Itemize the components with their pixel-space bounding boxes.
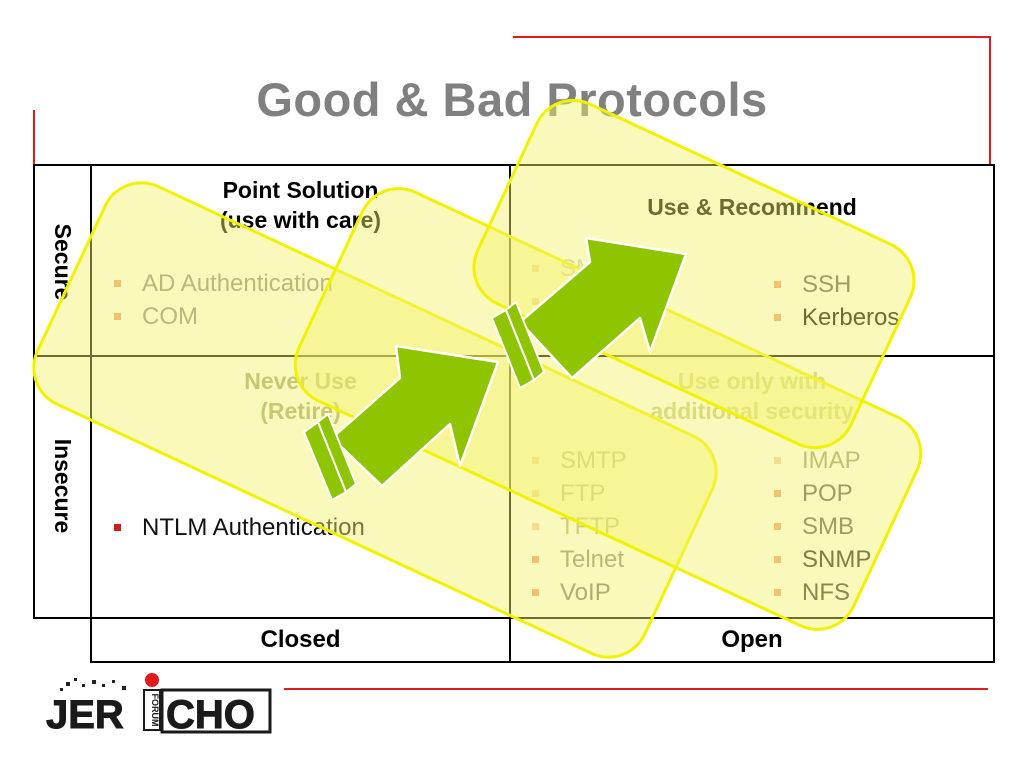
point-solution-title: Point Solution bbox=[222, 177, 379, 203]
bullet-icon bbox=[774, 490, 781, 497]
use-only-with-title: Use only with bbox=[677, 368, 827, 394]
bullet-icon bbox=[774, 314, 781, 321]
logo-cho-box bbox=[160, 688, 272, 734]
point-solution-heading: Point Solution (use with care) bbox=[92, 175, 509, 235]
list-item: FTP bbox=[530, 477, 627, 510]
list-item: SMTP bbox=[530, 444, 627, 477]
list-item: SNMP bbox=[772, 543, 871, 576]
list-item: HTTPS bbox=[530, 285, 679, 318]
grid-top-line bbox=[33, 164, 995, 166]
list-item: SSH bbox=[772, 268, 899, 301]
right-red-rule bbox=[989, 36, 991, 164]
bullet-icon bbox=[774, 556, 781, 563]
closed-column-label: Closed bbox=[260, 626, 341, 653]
list-item: NTLM Authentication bbox=[112, 511, 365, 544]
never-use-list: NTLM Authentication bbox=[112, 511, 365, 544]
logo-red-dot bbox=[145, 673, 159, 687]
logo-dots bbox=[60, 678, 126, 691]
logo-text-right: CHO bbox=[166, 693, 255, 737]
grid-left-line bbox=[33, 164, 35, 619]
bullet-icon bbox=[532, 523, 539, 530]
logo-text-left: JER bbox=[46, 693, 124, 737]
logo-badge-text: FORUM bbox=[150, 694, 160, 727]
bullet-icon bbox=[114, 313, 121, 320]
bullet-icon bbox=[532, 298, 539, 305]
logo-graphic: JER FORUM CHO bbox=[46, 673, 272, 738]
secure-row-label: Secure bbox=[50, 223, 76, 301]
use-only-with-subtitle: additional security bbox=[650, 398, 854, 424]
bullet-icon bbox=[114, 524, 121, 531]
bullet-icon bbox=[774, 523, 781, 530]
list-item: POP bbox=[772, 477, 871, 510]
list-item: Kerberos bbox=[772, 301, 899, 334]
list-item: VoIP bbox=[530, 576, 627, 609]
bullet-icon bbox=[532, 457, 539, 464]
grid-lower-line bbox=[33, 617, 995, 619]
use-recommend-heading: Use & Recommend bbox=[647, 194, 857, 220]
page-title: Good & Bad Protocols bbox=[256, 73, 768, 126]
never-use-title: Never Use bbox=[244, 368, 357, 394]
bullet-icon bbox=[774, 281, 781, 288]
insecure-row-label: Insecure bbox=[50, 438, 76, 534]
bullet-icon bbox=[532, 556, 539, 563]
list-item: Telnet bbox=[530, 543, 627, 576]
bullet-icon bbox=[114, 280, 121, 287]
use-only-with-list-right: IMAP POP SMB SNMP NFS bbox=[772, 444, 871, 609]
bullet-icon bbox=[774, 589, 781, 596]
logo-badge-box bbox=[143, 689, 161, 731]
use-recommend-list-left: SMTP-TLS HTTPS bbox=[530, 252, 679, 318]
top-red-rule bbox=[513, 36, 991, 38]
grid-bottom-line bbox=[90, 661, 995, 663]
list-item: COM bbox=[112, 300, 333, 333]
never-use-heading: Never Use (Retire) bbox=[92, 366, 509, 426]
list-item: AD Authentication bbox=[112, 267, 333, 300]
never-use-subtitle: (Retire) bbox=[260, 398, 341, 424]
point-solution-list: AD Authentication COM bbox=[112, 267, 333, 333]
bullet-icon bbox=[532, 589, 539, 596]
list-item: TFTP bbox=[530, 510, 627, 543]
use-recommend-list-right: SSH Kerberos bbox=[772, 268, 899, 334]
bottom-red-rule bbox=[284, 688, 988, 690]
left-red-rule bbox=[33, 110, 35, 166]
bullet-icon bbox=[532, 265, 539, 272]
grid-middle-line bbox=[33, 355, 995, 357]
list-item: SMTP-TLS bbox=[530, 252, 679, 285]
list-item: IMAP bbox=[772, 444, 871, 477]
use-only-with-heading: Use only with additional security bbox=[511, 366, 993, 426]
list-item: SMB bbox=[772, 510, 871, 543]
point-solution-subtitle: (use with care) bbox=[219, 207, 382, 233]
grid-right-line bbox=[993, 164, 995, 663]
open-column-label: Open bbox=[721, 626, 783, 653]
jericho-forum-logo: JER FORUM CHO bbox=[42, 668, 282, 740]
bullet-icon bbox=[774, 457, 781, 464]
use-only-with-list-left: SMTP FTP TFTP Telnet VoIP bbox=[530, 444, 627, 609]
list-item: NFS bbox=[772, 576, 871, 609]
bullet-icon bbox=[532, 490, 539, 497]
